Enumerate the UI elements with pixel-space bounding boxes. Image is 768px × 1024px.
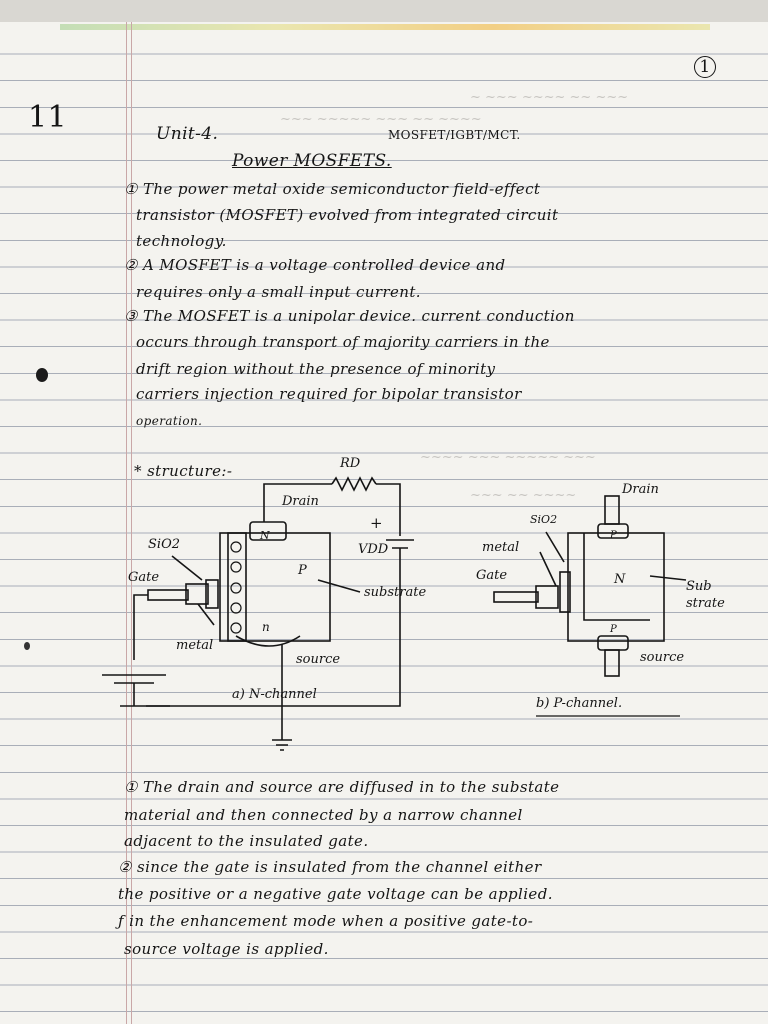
n-drain-region [249,521,287,541]
n-substrate-region-label: N [614,572,626,587]
substrate-arrow [317,579,361,593]
p-metal-arrow [539,551,557,587]
n-gate-metal [185,583,209,605]
n-channel-oxide-strip [227,532,247,642]
n-bottom-region-label: n [262,620,270,634]
p-metal-label: metal [482,540,520,555]
intro-line: occurs through transport of majority car… [136,333,550,351]
gate-wire [133,594,148,660]
page-number: 1 [694,56,716,78]
rd-resistor [331,476,377,492]
bleed-through-text: ~~~ ~~ ~~~~ [470,488,577,503]
notebook-page [0,22,768,1024]
margin-line-left-2 [131,22,132,1024]
n-gate-oxide [205,579,219,609]
rd-label: RD [340,456,361,471]
p-gate-lead [493,591,539,603]
page-heading: Power MOSFETS. [232,151,392,171]
unit-title: Unit-4. [156,124,219,144]
p-substrate-arrow [649,575,687,581]
n-source-region [235,635,301,647]
intro-line: ② A MOSFET is a voltage controlled devic… [124,256,506,274]
gate-battery [102,674,166,684]
p-drain-lead [604,495,620,525]
intro-line: requires only a small input current. [136,283,421,301]
p-region-label: P [298,563,307,578]
structure-heading: * structure:- [134,462,233,480]
bleed-through-text: ~~~~ ~~~ ~~~~~ ~~~ [420,450,596,465]
p-channel-caption: b) P-channel. [536,696,623,711]
n-channel-body [219,532,331,642]
p-gate-oxide [559,571,571,613]
page-top-edge [60,24,710,30]
sio2-arrow [171,555,203,581]
n-source-label: source [296,652,341,667]
n-region-label: N [260,529,270,542]
intro-line: drift region without the presence of min… [136,360,496,378]
p-bottom-region-label: P [610,624,617,635]
n-gate-label: Gate [128,570,160,585]
note-line: ƒ in the enhancement mode when a positiv… [118,912,534,930]
p-channel-body [567,532,665,642]
note-line: source voltage is applied. [124,940,329,958]
intro-line: operation. [136,414,203,428]
bleed-through-text: ~ ~~~ ~~~~ ~~ ~~~ [470,90,629,105]
note-line: ① The drain and source are diffused in t… [124,778,560,796]
n-channel-caption: a) N-channel [232,687,317,702]
intro-line: ① The power metal oxide semiconductor fi… [124,180,541,198]
n-sio2-label: SiO2 [148,537,180,552]
vdd-label: VDD [358,542,389,557]
return-wire [146,548,401,707]
p-source-region [597,635,629,651]
drain-wire [263,483,332,522]
note-line: material and then connected by a narrow … [124,806,523,824]
p-gate-label: Gate [476,568,508,583]
p-drain-label: Drain [622,482,659,497]
ground-symbol [272,739,292,751]
unit-subtitle: MOSFET/IGBT/MCT. [388,128,521,142]
p-source-label: source [640,650,685,665]
vdd-wire [376,483,401,536]
intro-line: transistor (MOSFET) evolved from integra… [136,206,559,224]
bleed-through-text: ~~~ ~~~~~ ~~~ ~~ ~~~~ [280,112,482,127]
intro-line: technology. [136,232,227,250]
note-line: the positive or a negative gate voltage … [118,885,553,903]
p-channel-inner-outline [583,533,650,621]
note-line: ② since the gate is insulated from the c… [118,858,542,876]
n-drain-label: Drain [282,494,319,509]
n-gate-lead [147,589,189,601]
p-substrate-label: Sub strate [686,579,725,611]
n-metal-label: metal [176,638,214,653]
margin-line-left [126,22,127,1024]
vdd-plus-label: + [370,514,383,532]
p-gate-metal [535,585,559,609]
intro-line: ③ The MOSFET is a unipolar device. curre… [124,307,575,325]
p-sio2-arrow [545,531,565,563]
binder-hole [36,368,48,382]
metal-arrow [197,603,215,626]
p-top-region-label: P [610,530,617,541]
p-source-lead [604,649,620,677]
n-substrate-label: substrate [364,585,427,600]
vdd-battery [386,539,414,549]
margin-mark: 11 [28,100,67,135]
intro-line: carriers injection required for bipolar … [136,385,522,403]
binder-hole [24,642,30,650]
p-sio2-label: SiO2 [530,513,558,526]
note-line: adjacent to the insulated gate. [124,832,369,850]
